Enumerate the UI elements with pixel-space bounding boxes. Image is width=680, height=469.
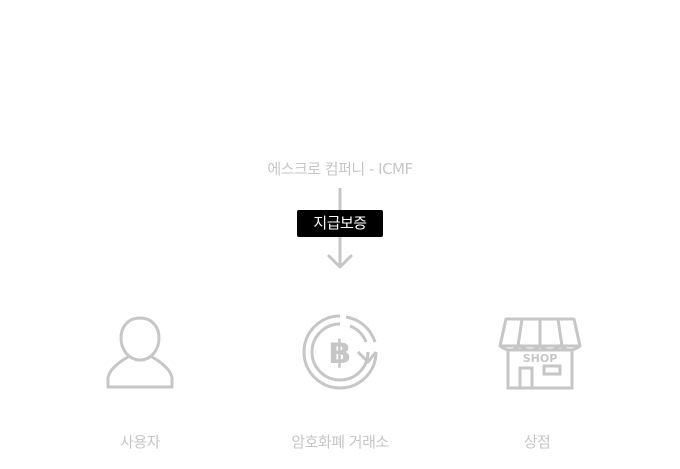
- payment-guarantee-badge: 지급보증: [297, 210, 383, 237]
- escrow-company-title: 에스크로 컴퍼니 - ICMF: [267, 160, 413, 178]
- user-icon: [106, 316, 174, 389]
- node-label-exchange: 암호화폐 거래소: [291, 433, 389, 451]
- bitcoin-exchange-icon: ฿: [302, 314, 378, 390]
- shop-sign-text: SHOP: [523, 352, 558, 365]
- shop-icon: SHOP: [498, 317, 582, 390]
- svg-text:฿: ฿: [329, 333, 351, 371]
- node-label-user: 사용자: [120, 433, 160, 451]
- node-label-shop: 상점: [523, 433, 551, 451]
